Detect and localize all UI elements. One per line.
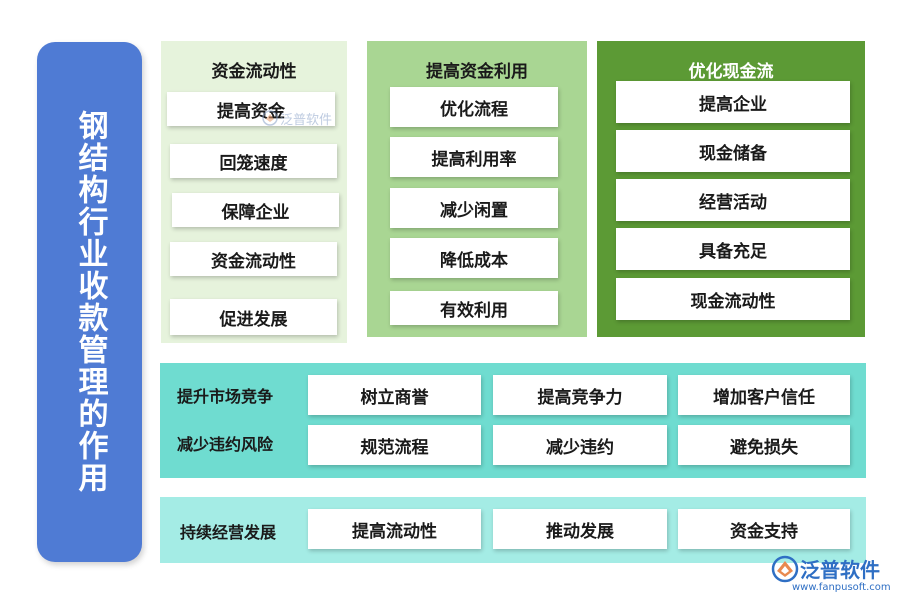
panel-liquidity: 资金流动性 提高资金 回笼速度 保障企业 资金流动性 促进发展 [161,41,347,343]
fanpu-logo-icon [771,555,799,583]
band-item: 资金支持 [678,509,850,549]
panel-cash-flow: 优化现金流 提高企业 现金储备 经营活动 具备充足 现金流动性 [597,41,865,337]
panel-item: 现金储备 [616,130,850,172]
panel-item: 促进发展 [170,299,337,335]
band-item: 避免损失 [678,425,850,465]
panel-item: 回笼速度 [170,144,337,178]
band-item: 减少违约 [493,425,667,465]
side-title: 钢结构行业收款管理的作用 [37,42,142,562]
panel-item: 优化流程 [390,87,558,127]
band-item: 增加客户信任 [678,375,850,415]
panel-title: 资金流动性 [211,62,297,82]
side-title-text: 钢结构行业收款管理的作用 [72,110,108,494]
panel-item: 现金流动性 [616,278,850,320]
panel-item: 资金流动性 [170,242,337,276]
panel-item: 经营活动 [616,179,850,221]
panel-item: 减少闲置 [390,188,558,228]
band-sustainable-development: 持续经营发展 提高流动性 推动发展 资金支持 [160,497,866,563]
panel-item: 提高企业 [616,81,850,123]
watermark-text: 泛普软件 [280,113,333,128]
panel-item: 提高利用率 [390,137,558,177]
row-label: 提升市场竞争 [177,387,274,406]
brand-name: 泛普软件 [800,558,880,582]
band-item: 提高竞争力 [493,375,667,415]
row-label: 减少违约风险 [177,435,274,454]
panel-title: 提高资金利用 [426,62,528,82]
row-label: 持续经营发展 [180,523,277,542]
band-item: 规范流程 [308,425,481,465]
panel-title: 优化现金流 [688,62,774,82]
fanpu-logo-icon [262,110,278,126]
panel-item: 有效利用 [390,291,558,325]
panel-fund-utilization: 提高资金利用 优化流程 提高利用率 减少闲置 降低成本 有效利用 [367,41,587,337]
brand-logo: 泛普软件 www.fanpusoft.com [770,552,895,598]
watermark: 泛普软件 [262,108,342,130]
panel-item: 具备充足 [616,228,850,270]
panel-item: 降低成本 [390,238,558,278]
panel-item: 保障企业 [172,193,339,227]
band-item: 提高流动性 [308,509,481,549]
band-item: 推动发展 [493,509,667,549]
brand-url: www.fanpusoft.com [792,582,891,593]
band-market-risk: 提升市场竞争 树立商誉 提高竞争力 增加客户信任 减少违约风险 规范流程 减少违… [160,363,866,478]
band-item: 树立商誉 [308,375,481,415]
